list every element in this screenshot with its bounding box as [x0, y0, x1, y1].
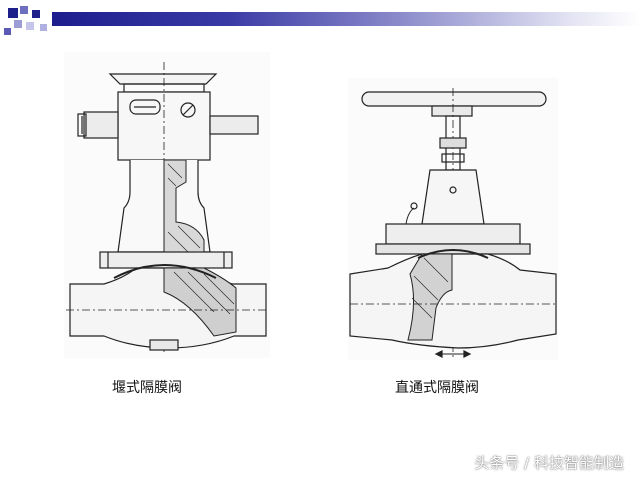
- header-bar: [52, 12, 640, 26]
- weir-diaphragm-valve-drawing: [64, 52, 270, 358]
- header-square-icon: [14, 20, 22, 28]
- straight-through-diaphragm-valve-drawing: [348, 78, 558, 360]
- header-square-icon: [8, 8, 18, 18]
- header-square-icon: [4, 28, 11, 35]
- watermark: 头条号 / 科技智能制造: [474, 454, 624, 472]
- header-square-icon: [40, 24, 47, 31]
- slide-header-decoration: [0, 0, 640, 40]
- header-square-icon: [20, 6, 28, 14]
- weir-valve-caption: 堰式隔膜阀: [112, 380, 182, 396]
- header-square-icon: [26, 22, 34, 30]
- straight-valve-caption: 直通式隔膜阀: [395, 380, 479, 396]
- header-square-icon: [32, 10, 40, 18]
